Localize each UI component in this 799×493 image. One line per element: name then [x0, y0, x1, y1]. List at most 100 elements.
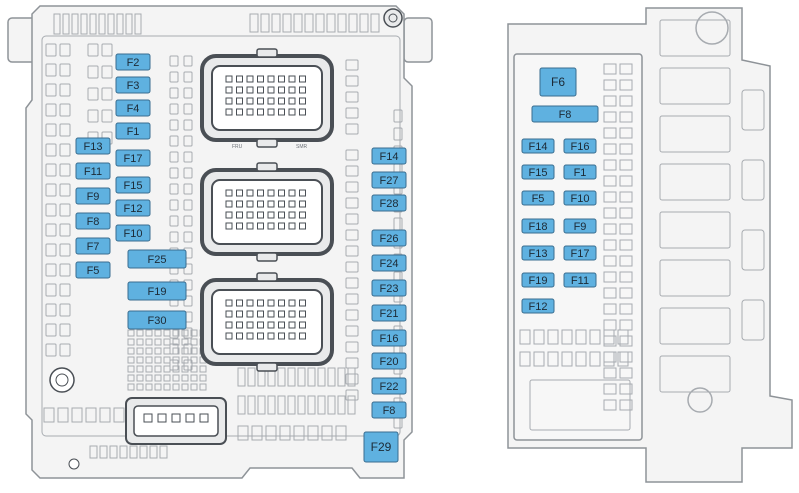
fuse-label: F17: [124, 153, 143, 165]
connector-pin: [257, 321, 264, 329]
fuse-right: F6: [539, 67, 577, 97]
fuse-body: [127, 281, 187, 301]
fuse-body: [371, 329, 407, 347]
housing-cell: [619, 143, 633, 155]
housing-cell: [345, 91, 359, 103]
housing-cell: [603, 127, 617, 139]
pin-cell: [163, 347, 171, 355]
housing-cell: [619, 287, 633, 299]
pin-cell: [181, 338, 189, 346]
housing-cell: [297, 367, 306, 387]
left-screw-top: [383, 8, 403, 28]
housing-cell: [59, 83, 71, 97]
pin-cell: [181, 356, 189, 364]
housing-cell: [575, 329, 587, 345]
fuse-left: F26: [371, 229, 407, 247]
housing-cell: [659, 115, 731, 153]
fuse-body: [371, 279, 407, 297]
connector-pin: [278, 310, 285, 318]
housing-cell: [659, 355, 731, 393]
housing-cell: [603, 399, 617, 411]
connector-pin: [225, 299, 233, 307]
housing-cell: [619, 191, 633, 203]
housing-cell: [183, 119, 193, 131]
fuse-label: F9: [87, 191, 100, 203]
connector-mark-right: SMR: [296, 144, 308, 150]
housing-cell: [183, 295, 193, 307]
housing-cell: [741, 89, 765, 131]
fuse-left: F14: [371, 147, 407, 165]
fuse-label: F26: [380, 233, 399, 245]
connector-pin: [236, 299, 243, 307]
connector-pin: [246, 332, 254, 340]
connector-pin: [278, 108, 285, 116]
connector-pin: [246, 200, 254, 208]
connector-pin: [257, 97, 264, 105]
fuse-label: F19: [148, 286, 167, 298]
fuse-body: [115, 199, 151, 217]
housing-cell: [337, 13, 347, 33]
housing-cell: [98, 13, 106, 35]
housing-cell: [257, 395, 266, 415]
housing-cell: [169, 103, 179, 115]
connector-pin: [299, 189, 306, 197]
connector-pin: [257, 200, 264, 208]
pin-cell: [190, 383, 198, 391]
housing-cell: [169, 71, 179, 83]
fuse-label: F1: [127, 126, 140, 138]
fuse-right: F10: [563, 190, 597, 206]
housing-cell: [307, 367, 316, 387]
housing-cell: [393, 127, 403, 141]
housing-cell: [359, 13, 369, 33]
housing-cell: [619, 79, 633, 91]
housing-cell: [603, 351, 615, 367]
connector-pin: [236, 86, 243, 94]
housing-cell: [169, 183, 179, 195]
connector-pin: [278, 75, 285, 83]
housing-cell: [547, 351, 559, 367]
housing-cell: [619, 367, 633, 379]
housing-cell: [345, 229, 359, 241]
connector-pin: [246, 211, 254, 219]
connector-pin: [246, 75, 254, 83]
housing-cell: [45, 223, 57, 237]
pin-cell: [199, 365, 207, 373]
housing-cell: [85, 407, 97, 423]
fuse-left: F8: [75, 212, 111, 230]
housing-cell: [277, 367, 286, 387]
pin-cell: [163, 356, 171, 364]
housing-cell: [317, 367, 326, 387]
fuse-left: F3: [115, 76, 151, 94]
housing-cell: [183, 103, 193, 115]
fuse-body: [75, 237, 111, 255]
connector-pin: [225, 222, 233, 230]
fuse-left: F23: [371, 279, 407, 297]
housing-cell: [139, 445, 148, 459]
connector-pin: [267, 211, 275, 219]
housing-cell: [327, 367, 336, 387]
housing-cell: [603, 255, 617, 267]
housing-cell: [619, 63, 633, 75]
connector-pin: [288, 211, 296, 219]
connector-pin: [288, 97, 296, 105]
fuse-label: F21: [380, 308, 399, 320]
connector-pin: [267, 86, 275, 94]
housing-cell: [59, 263, 71, 277]
fuse-label: F24: [380, 258, 399, 270]
housing-cell: [603, 79, 617, 91]
housing-cell: [169, 119, 179, 131]
housing-cell: [267, 395, 276, 415]
housing-cell: [619, 159, 633, 171]
connector-pin: [246, 222, 254, 230]
housing-cell: [99, 445, 108, 459]
left-small-hole: [68, 458, 80, 470]
connector-pin: [267, 310, 275, 318]
fuse-left: F15: [115, 176, 151, 194]
connector-pin: [225, 75, 233, 83]
housing-cell: [345, 75, 359, 87]
connector-pin: [246, 189, 254, 197]
connector-pin: [299, 310, 306, 318]
housing-cell: [345, 181, 359, 193]
connector-pin: [246, 310, 254, 318]
fuse-body: [521, 298, 555, 314]
